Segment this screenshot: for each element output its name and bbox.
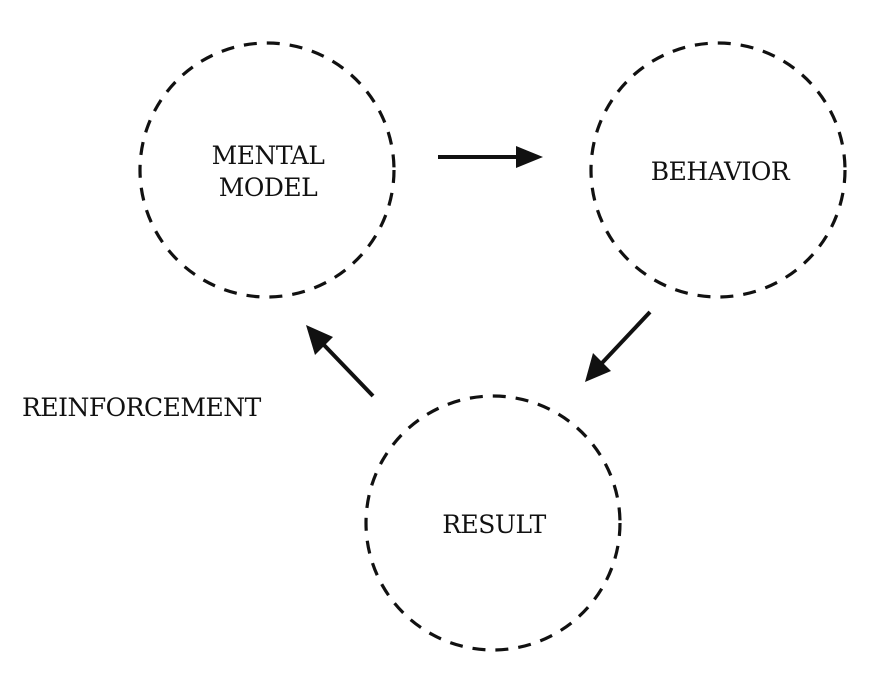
result-label: RESULT [442,510,546,539]
arrow-head [585,353,611,382]
mental-model-circle [138,41,396,299]
arrow-result-to-mental-model [306,325,375,398]
arrow-behavior-to-result [585,310,652,382]
mental-model-node: MENTAL MODEL [138,41,396,299]
mental-model-label-line2: MODEL [219,173,318,202]
arrow-head [306,325,333,355]
arrow-shaft [322,343,375,398]
result-circle [364,394,622,652]
mental-model-label-line1: MENTAL [212,141,325,170]
behavior-label: BEHAVIOR [651,157,791,186]
result-node: RESULT [364,394,622,652]
arrow-head [516,146,543,168]
reinforcement-label: REINFORCEMENT [22,393,262,422]
arrow-shaft [600,310,652,365]
behavior-circle [589,41,847,299]
behavior-node: BEHAVIOR [589,41,847,299]
arrow-mental-model-to-behavior [438,146,543,168]
